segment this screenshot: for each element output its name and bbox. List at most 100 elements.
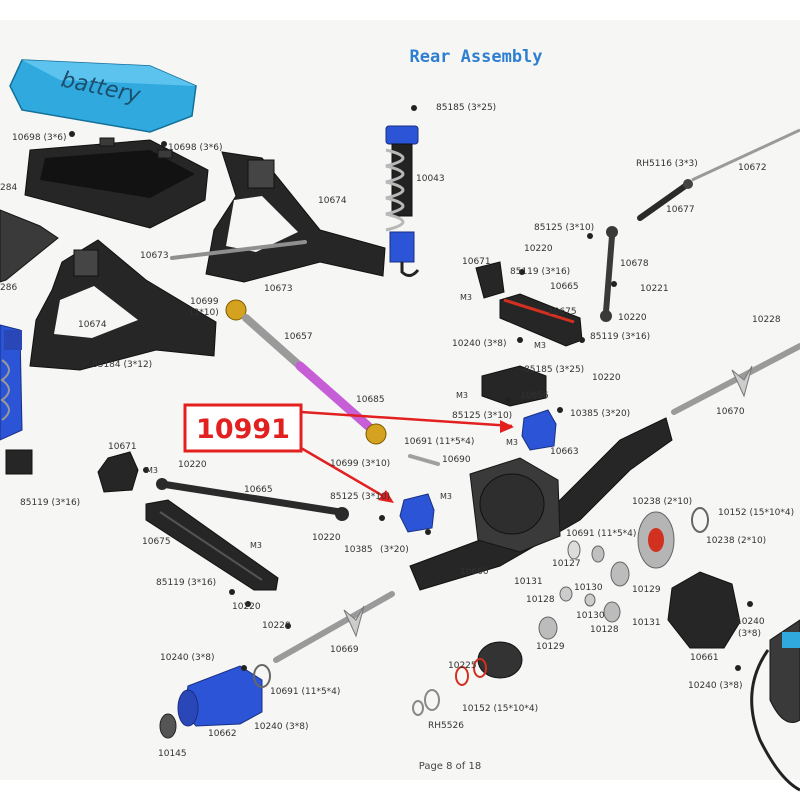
battery-part: battery xyxy=(9,59,197,133)
part-label: 10691 (11*5*4) xyxy=(566,529,636,539)
part-label: 10672 xyxy=(738,163,767,173)
diff-case xyxy=(455,641,523,686)
part-label: 10240 (3*8) xyxy=(452,339,506,349)
part-label: M3 xyxy=(440,492,452,501)
part-label: 10690 xyxy=(442,455,471,465)
page-number: Page 8 of 18 xyxy=(419,761,481,772)
part-label: 10698 (3*6) xyxy=(12,133,66,143)
link-10675-lower xyxy=(145,499,279,591)
part-label: 10699 (3*10) xyxy=(330,459,390,469)
link-10677 xyxy=(637,179,693,221)
part-label: 10129 xyxy=(536,642,565,652)
part-labels: 85185 (3*25) 10698 (3*6) 10698 (3*6) 100… xyxy=(0,103,794,759)
part-label: 85119 (3*16) xyxy=(156,578,216,588)
part-label: 10131 xyxy=(632,618,661,628)
bearing-10152-right xyxy=(691,507,709,533)
shock-absorber xyxy=(385,125,420,277)
part-label: 10128 xyxy=(526,595,555,605)
part-label: 10220 xyxy=(232,602,261,612)
part-label: M3 xyxy=(456,391,468,400)
part-label: 10660 xyxy=(460,567,489,577)
part-label: 10671 xyxy=(462,257,491,267)
link-10665 xyxy=(156,478,349,521)
part-label: 10691 (11*5*4) xyxy=(270,687,340,697)
part-label: 10145 xyxy=(158,749,187,759)
part-label: 10225 xyxy=(448,661,477,671)
callout-arrow-upper xyxy=(300,410,513,428)
axle-housing xyxy=(409,417,673,591)
part-label: 10661 xyxy=(690,653,719,663)
part-label: 284 xyxy=(0,183,17,193)
part-label: 10665 xyxy=(550,282,579,292)
right-edge-parts xyxy=(750,619,800,792)
part-label: 85184 (3*12) xyxy=(92,360,152,370)
part-label: 286 xyxy=(0,283,17,293)
part-label: 10674 xyxy=(318,196,347,206)
callout-text: 10991 xyxy=(196,414,290,445)
part-label: 10675 xyxy=(548,307,577,317)
part-label: 10130 xyxy=(574,583,603,593)
rod-10673 xyxy=(170,240,307,260)
bearing-rings-lower xyxy=(412,689,440,716)
block-10656 xyxy=(481,365,547,407)
part-label: 10238 (2*10) xyxy=(706,536,766,546)
part-label: 85125 (3*10) xyxy=(452,411,512,421)
part-label: 10665 xyxy=(244,485,273,495)
part-label: 10662 xyxy=(208,729,237,739)
diff-cover xyxy=(667,571,741,649)
part-label: 10152 (15*10*4) xyxy=(462,704,538,714)
part-label: M3 xyxy=(146,466,158,475)
part-label: 10657 xyxy=(284,332,313,342)
callout-arrow-lower xyxy=(300,446,391,502)
part-label: 85125 (3*10) xyxy=(534,223,594,233)
part-label: 10128 xyxy=(590,625,619,635)
part-label: 10674 xyxy=(78,320,107,330)
part-label: 85119 (3*16) xyxy=(510,267,570,277)
part-label: 10129 xyxy=(632,585,661,595)
part-label: 10221 xyxy=(640,284,669,294)
part-label: 10699 xyxy=(190,297,219,307)
shock-tower-lower xyxy=(29,239,217,371)
part-label: 10043 xyxy=(416,174,445,184)
page-title: Rear Assembly xyxy=(409,47,542,67)
part-label: 10240 (3*8) xyxy=(254,722,308,732)
axle-shaft-right xyxy=(671,343,800,415)
left-edge-parts xyxy=(0,209,59,475)
part-label: 10131 xyxy=(514,577,543,587)
part-label: 10228 xyxy=(752,315,781,325)
part-label: RH5526 xyxy=(428,721,464,731)
knuckle-lower xyxy=(399,493,435,533)
part-label: 10663 xyxy=(550,447,579,457)
rod-10672 xyxy=(691,128,800,182)
part-label: 10385 xyxy=(344,545,373,555)
part-label: 10220 xyxy=(312,533,341,543)
callout-box xyxy=(183,403,303,453)
part-label: 10656 xyxy=(520,391,549,401)
part-label: 85119 (3*16) xyxy=(20,498,80,508)
part-label: 10670 xyxy=(716,407,745,417)
battery-tray xyxy=(24,137,209,229)
callout-10991: 10991 xyxy=(183,403,514,503)
part-label: 10675 xyxy=(142,537,171,547)
part-label: 10238 (2*10) xyxy=(632,497,692,507)
cap-10145 xyxy=(159,713,177,739)
bracket-10671-left xyxy=(97,451,139,493)
part-label: 10673 xyxy=(264,284,293,294)
pin-10690 xyxy=(408,454,440,466)
part-label: 85125 (3*10) xyxy=(330,492,390,502)
part-label: M3 xyxy=(534,341,546,350)
part-label: 10240 (3*8) xyxy=(688,681,742,691)
bracket-10671-right xyxy=(475,261,505,299)
bearing-10691-mid xyxy=(567,540,581,560)
part-label: 10228 xyxy=(262,621,291,631)
part-label: M3 xyxy=(250,541,262,550)
part-label: (3*8) xyxy=(738,629,761,639)
part-label: 85185 (3*25) xyxy=(524,365,584,375)
part-label: 10240 xyxy=(736,617,765,627)
part-label: 10685 xyxy=(356,395,385,405)
part-label: 10673 xyxy=(140,251,169,261)
part-label: 10220 xyxy=(524,244,553,254)
part-label: 10240 (3*8) xyxy=(160,653,214,663)
part-label: 10385 (3*20) xyxy=(570,409,630,419)
part-label: 10691 (11*5*4) xyxy=(404,437,474,447)
